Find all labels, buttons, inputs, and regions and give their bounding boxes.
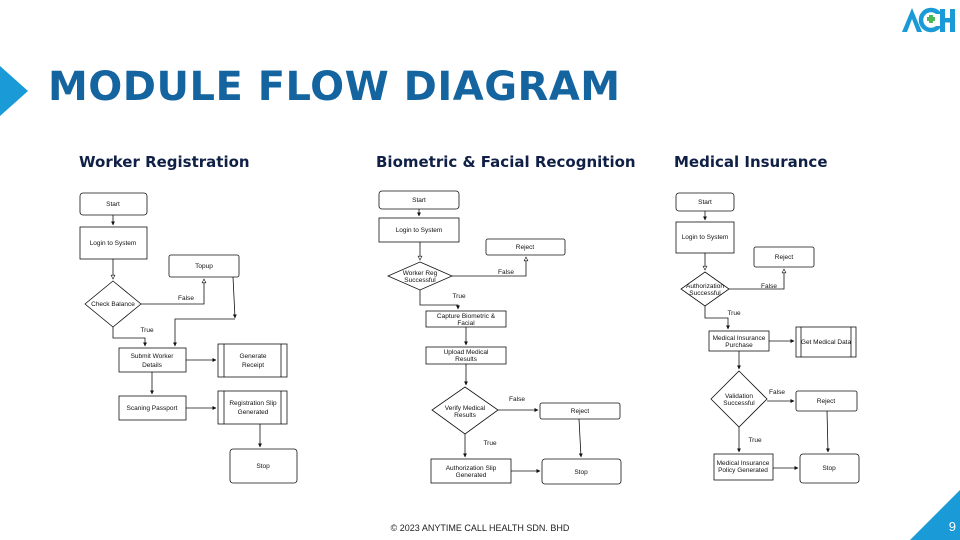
node-login (79, 226, 148, 260)
worker-registration-text: Start Login to System Check Balance Topu… (90, 201, 277, 470)
node-authorization-label-1: Authorization (686, 283, 724, 290)
edge-true-label-2: True (748, 437, 762, 444)
node-scan-label: Scaning Passport (127, 405, 178, 412)
node-registration-slip (217, 390, 288, 425)
node-reject-2-label: Reject (817, 398, 836, 405)
edge-false-label-2: False (769, 389, 785, 396)
edge-true-label-1: True (727, 310, 741, 317)
accent-triangle-left (0, 66, 28, 116)
node-topup (168, 254, 240, 278)
biometric-flow (378, 190, 622, 485)
node-login-label: Login to System (396, 227, 443, 234)
node-worker-reg-label-1: Worker Reg (403, 270, 438, 277)
node-scan-passport (118, 395, 187, 421)
node-reject-2 (795, 390, 858, 412)
node-auth-slip (430, 458, 512, 484)
node-login (675, 221, 735, 254)
node-verify-label-1: Verify Medical (445, 405, 486, 412)
node-get-data-label: Get Medical Data (801, 339, 852, 346)
node-reject-2 (539, 402, 621, 420)
node-submit-label-2: Details (142, 362, 163, 369)
node-policy-label-2: Policy Generated (718, 467, 768, 474)
node-reject-1-label: Reject (775, 254, 794, 261)
node-authorization-label-2: Successful (689, 290, 721, 297)
node-generate-receipt (217, 343, 288, 378)
node-capture-label-2: Facial (457, 320, 475, 327)
node-get-data (795, 326, 857, 358)
node-policy (713, 453, 774, 481)
edge-false-label-1: False (498, 269, 514, 276)
node-validation-label-1: Validation (725, 393, 753, 400)
page-title: MODULE FLOW DIAGRAM (48, 64, 621, 110)
medical-insurance-flow (675, 192, 860, 484)
node-validation-label-2: Successful (723, 400, 755, 407)
node-purchase-label-1: Medical Insurance (713, 335, 766, 342)
node-upload-label-2: Results (455, 356, 477, 363)
node-stop (229, 448, 298, 484)
edge-false-label: False (178, 295, 194, 302)
node-start-label: Start (106, 201, 120, 208)
node-stop-label: Stop (574, 469, 588, 476)
node-login (378, 217, 460, 243)
node-start-label: Start (412, 197, 426, 204)
medical-insurance-text: Start Login to System Reject Authorizati… (682, 199, 852, 474)
node-purchase-label-2: Purchase (725, 342, 753, 349)
node-reject-1 (753, 246, 815, 268)
node-start (79, 192, 148, 216)
node-auth-slip-label-2: Generated (456, 472, 487, 479)
section-heading-worker: Worker Registration (79, 153, 250, 171)
node-verify-label-2: Results (454, 412, 476, 419)
node-policy-label-1: Medical Insurance (717, 460, 770, 467)
node-stop-label: Stop (822, 465, 836, 472)
node-capture-label-1: Capture Biometric & (437, 313, 496, 320)
edge-true-label: True (140, 327, 154, 334)
edge-false-label-1: False (761, 283, 777, 290)
node-generate-label-1: Generate (239, 353, 266, 360)
node-topup-label: Topup (195, 263, 213, 270)
node-generate-label-2: Receipt (242, 362, 264, 369)
node-auth-slip-label-1: Authorization Slip (446, 465, 497, 472)
node-stop (541, 458, 622, 485)
ach-logo (902, 7, 955, 33)
node-stop-label: Stop (256, 463, 270, 470)
node-upload-label-1: Upload Medical (444, 349, 489, 356)
node-reject-1 (485, 238, 566, 256)
section-heading-biometric: Biometric & Facial Recognition (376, 153, 636, 171)
node-reject-2-label: Reject (571, 408, 590, 415)
node-slip-label-2: Generated (238, 409, 269, 416)
node-submit-label-1: Submit Worker (131, 353, 175, 360)
node-slip-label-1: Registration Slip (229, 400, 277, 407)
node-login-label: Login to System (90, 240, 137, 247)
worker-registration-flow (79, 192, 298, 484)
node-start-label: Start (698, 199, 712, 206)
node-login-label: Login to System (682, 234, 729, 241)
node-worker-reg-label-2: Successful (404, 277, 436, 284)
node-stop (799, 453, 860, 484)
node-submit-worker (118, 347, 187, 373)
footer-copyright: © 2023 ANYTIME CALL HEALTH SDN. BHD (390, 523, 570, 533)
edge-true-label-1: True (452, 293, 466, 300)
node-check-balance-label: Check Balance (91, 301, 135, 308)
page-number: 9 (948, 519, 956, 534)
biometric-text: Start Login to System Reject Worker Reg … (396, 197, 590, 479)
edge-false-label-2: False (509, 396, 525, 403)
section-heading-medical: Medical Insurance (674, 153, 828, 171)
edge-true-label-2: True (483, 440, 497, 447)
corner-triangle (910, 490, 960, 540)
node-reject-1-label: Reject (516, 244, 535, 251)
